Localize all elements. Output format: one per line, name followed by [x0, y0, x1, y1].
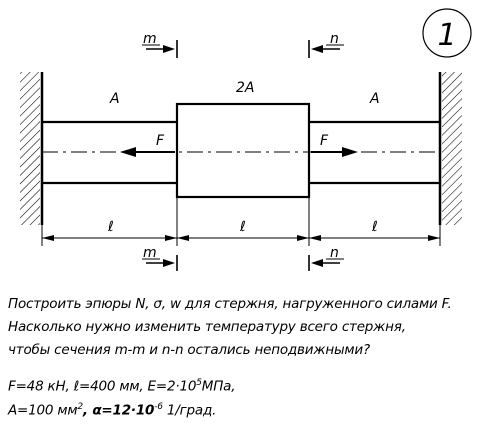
bar-outline — [42, 102, 440, 199]
problem-text-line-1: Построить эпюры N, σ, w для стержня, наг… — [8, 296, 452, 312]
section-middle-label: 2A — [236, 80, 254, 96]
givens-line-1: F=48 кН, ℓ=400 мм, E=2·105МПа, — [8, 378, 236, 395]
problem-number-circle — [422, 8, 472, 58]
force-left-arrow — [120, 147, 175, 157]
dim-length-2: ℓ — [239, 219, 246, 235]
cut-m-top-label: m — [143, 31, 157, 47]
dimension-line — [41, 197, 441, 246]
givens-line-2-a: A=100 мм — [8, 402, 78, 419]
givens-line-1-b: МПа, — [201, 378, 236, 395]
dim-length-1: ℓ — [107, 219, 114, 235]
givens-line-1-exp: 5 — [196, 378, 202, 388]
cut-n-top-marker — [308, 40, 344, 58]
force-left-label: F — [156, 133, 165, 149]
left-wall — [20, 72, 44, 225]
right-wall — [438, 72, 462, 225]
givens-line-2-c: 1/град. — [162, 402, 217, 419]
problem-text-line-3: чтобы сечения m-m и n-n остались неподви… — [8, 342, 370, 358]
givens-line-2-exp2: -6 — [154, 402, 163, 412]
cut-m-bottom-marker — [142, 255, 178, 271]
cut-n-bottom-marker — [308, 255, 344, 271]
cut-m-top-marker — [142, 40, 178, 58]
givens-line-2-b: , α=12·10 — [82, 402, 155, 419]
force-right-arrow — [311, 147, 358, 157]
force-right-label: F — [320, 133, 329, 149]
cut-n-top-label: n — [330, 31, 339, 47]
section-left-label: A — [109, 91, 120, 107]
cut-m-bottom-label: m — [143, 245, 157, 261]
cut-n-bottom-label: n — [330, 245, 339, 261]
givens-line-1-a: F=48 кН, ℓ=400 мм, E=2·10 — [8, 378, 197, 395]
problem-number: 1 — [437, 18, 456, 53]
problem-text-line-2: Насколько нужно изменить температуру все… — [8, 319, 406, 335]
givens-line-2-exp: 2 — [77, 402, 83, 412]
section-right-label: A — [369, 91, 380, 107]
givens-line-2: A=100 мм2, α=12·10-6 1/град. — [8, 402, 216, 419]
dim-length-3: ℓ — [371, 219, 378, 235]
